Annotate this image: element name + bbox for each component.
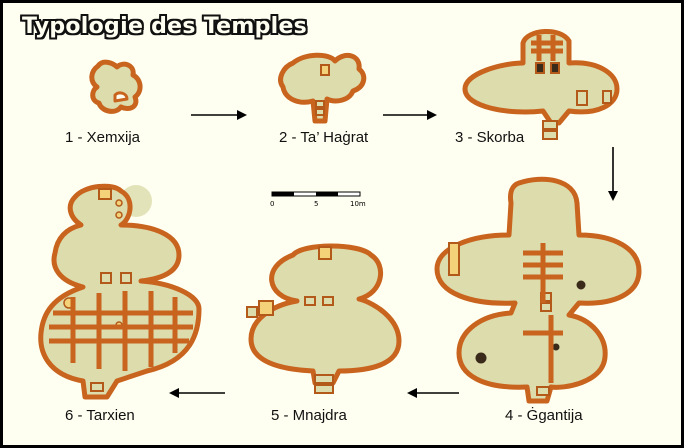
plan-ggantija <box>434 176 642 404</box>
plan-ta-hagrat <box>278 52 367 124</box>
plan-skorba <box>462 28 620 140</box>
arrow-3-to-4 <box>608 147 618 201</box>
arrow-1-to-2 <box>191 110 247 120</box>
label-xemxija: 1 - Xemxija <box>65 129 141 146</box>
page-title: Typologie des Temples <box>22 14 308 39</box>
arrow-4-to-5 <box>407 388 459 398</box>
label-ggantija: 4 - Ġgantija <box>505 407 583 424</box>
label-ta-hagrat: 2 - Ta’ Haġrat <box>279 129 369 146</box>
label-skorba: 3 - Skorba <box>455 129 525 146</box>
arrow-5-to-6 <box>169 388 225 398</box>
diagram-frame: Typologie des Temples <box>3 3 681 445</box>
label-tarxien: 6 - Tarxien <box>65 407 135 424</box>
temple-typology-diagram: 0 5 10m <box>38 28 642 404</box>
scale-tick-0: 0 <box>270 200 274 208</box>
scale-tick-5: 5 <box>314 200 318 208</box>
label-mnajdra: 5 - Mnajdra <box>271 407 347 424</box>
arrow-2-to-3 <box>383 110 437 120</box>
plan-mnajdra <box>246 243 402 394</box>
scale-bar: 0 5 10m <box>270 191 366 208</box>
plan-xemxija <box>89 59 143 114</box>
plan-tarxien <box>38 183 202 400</box>
scale-tick-10m: 10m <box>350 200 366 208</box>
